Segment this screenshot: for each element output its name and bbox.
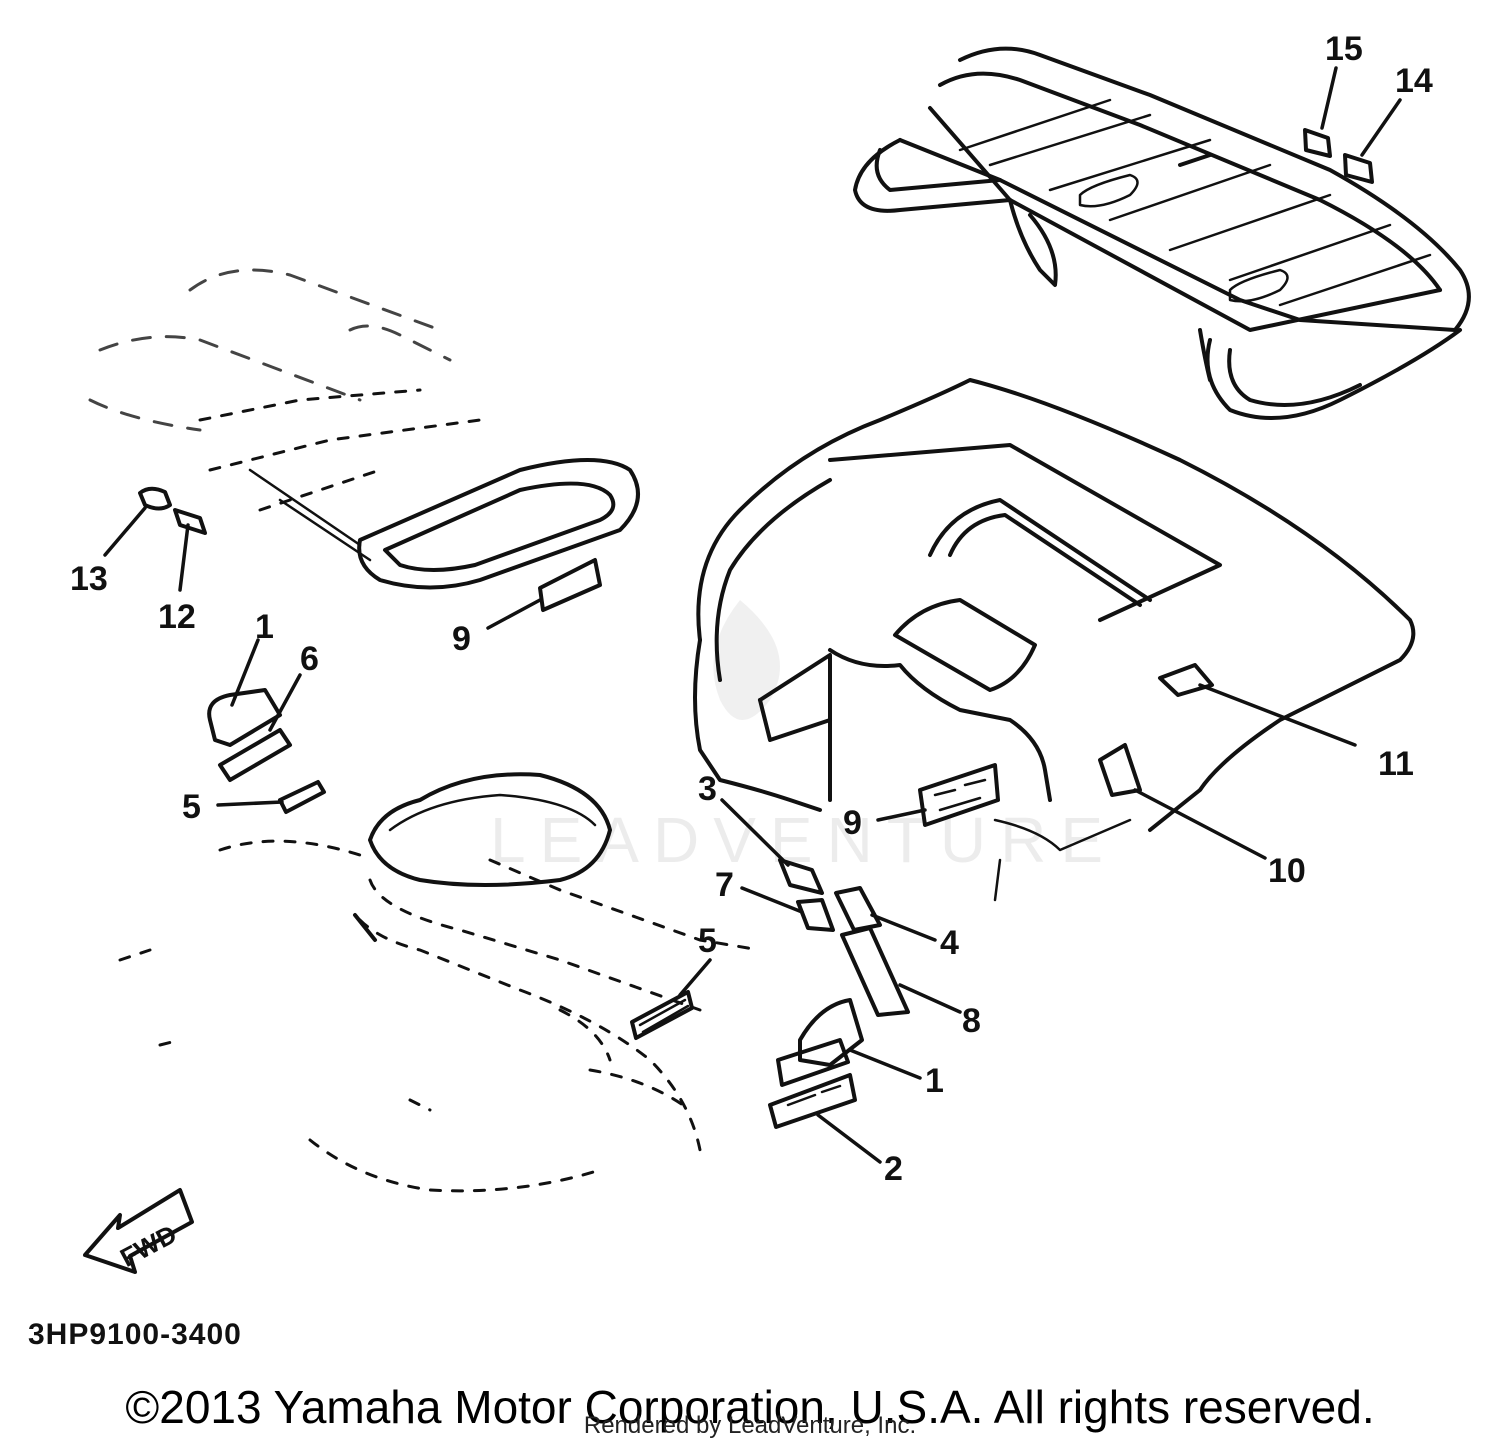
copyright-notice: ©2013 Yamaha Motor Corporation, U.S.A. A… — [125, 1381, 1375, 1433]
callout-3: 3 — [698, 770, 717, 808]
callout-7: 7 — [715, 866, 734, 904]
callout-6: 6 — [300, 640, 319, 678]
part-4-decal — [834, 886, 882, 932]
callout-13: 13 — [70, 560, 108, 598]
callouts: 15 14 13 12 9 1 6 5 3 9 11 10 7 4 5 8 1 … — [70, 30, 1433, 1188]
watermark-text: LEADVENTURE — [490, 804, 1117, 876]
forward-arrow: FWD — [83, 1188, 194, 1274]
part-2-decal — [768, 1073, 857, 1129]
rendered-by-notice: Rendered by LeadVenture, Inc. — [583, 1412, 917, 1439]
part-code: 3HP9100-3400 — [28, 1318, 242, 1351]
part-11-decal — [1158, 663, 1214, 697]
part-5-stripe-right — [630, 990, 694, 1040]
callout-11: 11 — [1378, 745, 1414, 783]
part-5-stripe-left — [278, 780, 326, 814]
part-13-reflector — [138, 486, 172, 511]
part-10-decal — [1098, 743, 1142, 797]
callout-2: 2 — [884, 1150, 903, 1188]
callout-1-left: 1 — [255, 608, 274, 646]
leader-lines — [103, 66, 1402, 1164]
part-14-decal — [1343, 153, 1374, 184]
callout-15: 15 — [1325, 30, 1363, 68]
fwd-label: FWD — [115, 1219, 181, 1273]
part-3-decal — [778, 858, 824, 895]
rear-carrier — [853, 46, 1471, 420]
watermark: LEADVENTURE — [490, 600, 1117, 876]
part-12-decal — [173, 508, 207, 535]
front-carrier — [88, 268, 640, 590]
part-15-decal — [1303, 128, 1332, 158]
part-1-emblem-left — [207, 688, 282, 747]
callout-1-right: 1 — [925, 1062, 944, 1100]
rear-fender — [693, 378, 1416, 902]
callout-9-top: 9 — [452, 620, 471, 658]
callout-4: 4 — [940, 924, 959, 962]
part-9-decal-top — [538, 558, 602, 612]
parts — [138, 128, 1374, 1129]
callout-5-right: 5 — [698, 922, 717, 960]
part-7-decal — [796, 898, 835, 932]
callout-5-left: 5 — [182, 788, 201, 826]
part-8-decal — [840, 926, 910, 1017]
callout-9-right: 9 — [843, 804, 862, 842]
callout-14: 14 — [1395, 62, 1433, 100]
seat-tank — [118, 772, 762, 1193]
callout-10: 10 — [1268, 852, 1306, 890]
part-6-decal — [218, 728, 292, 782]
part-1-badge-right — [776, 1038, 850, 1087]
part-1-emblem-right — [798, 998, 864, 1067]
callout-12: 12 — [158, 598, 196, 636]
callout-8: 8 — [962, 1002, 981, 1040]
